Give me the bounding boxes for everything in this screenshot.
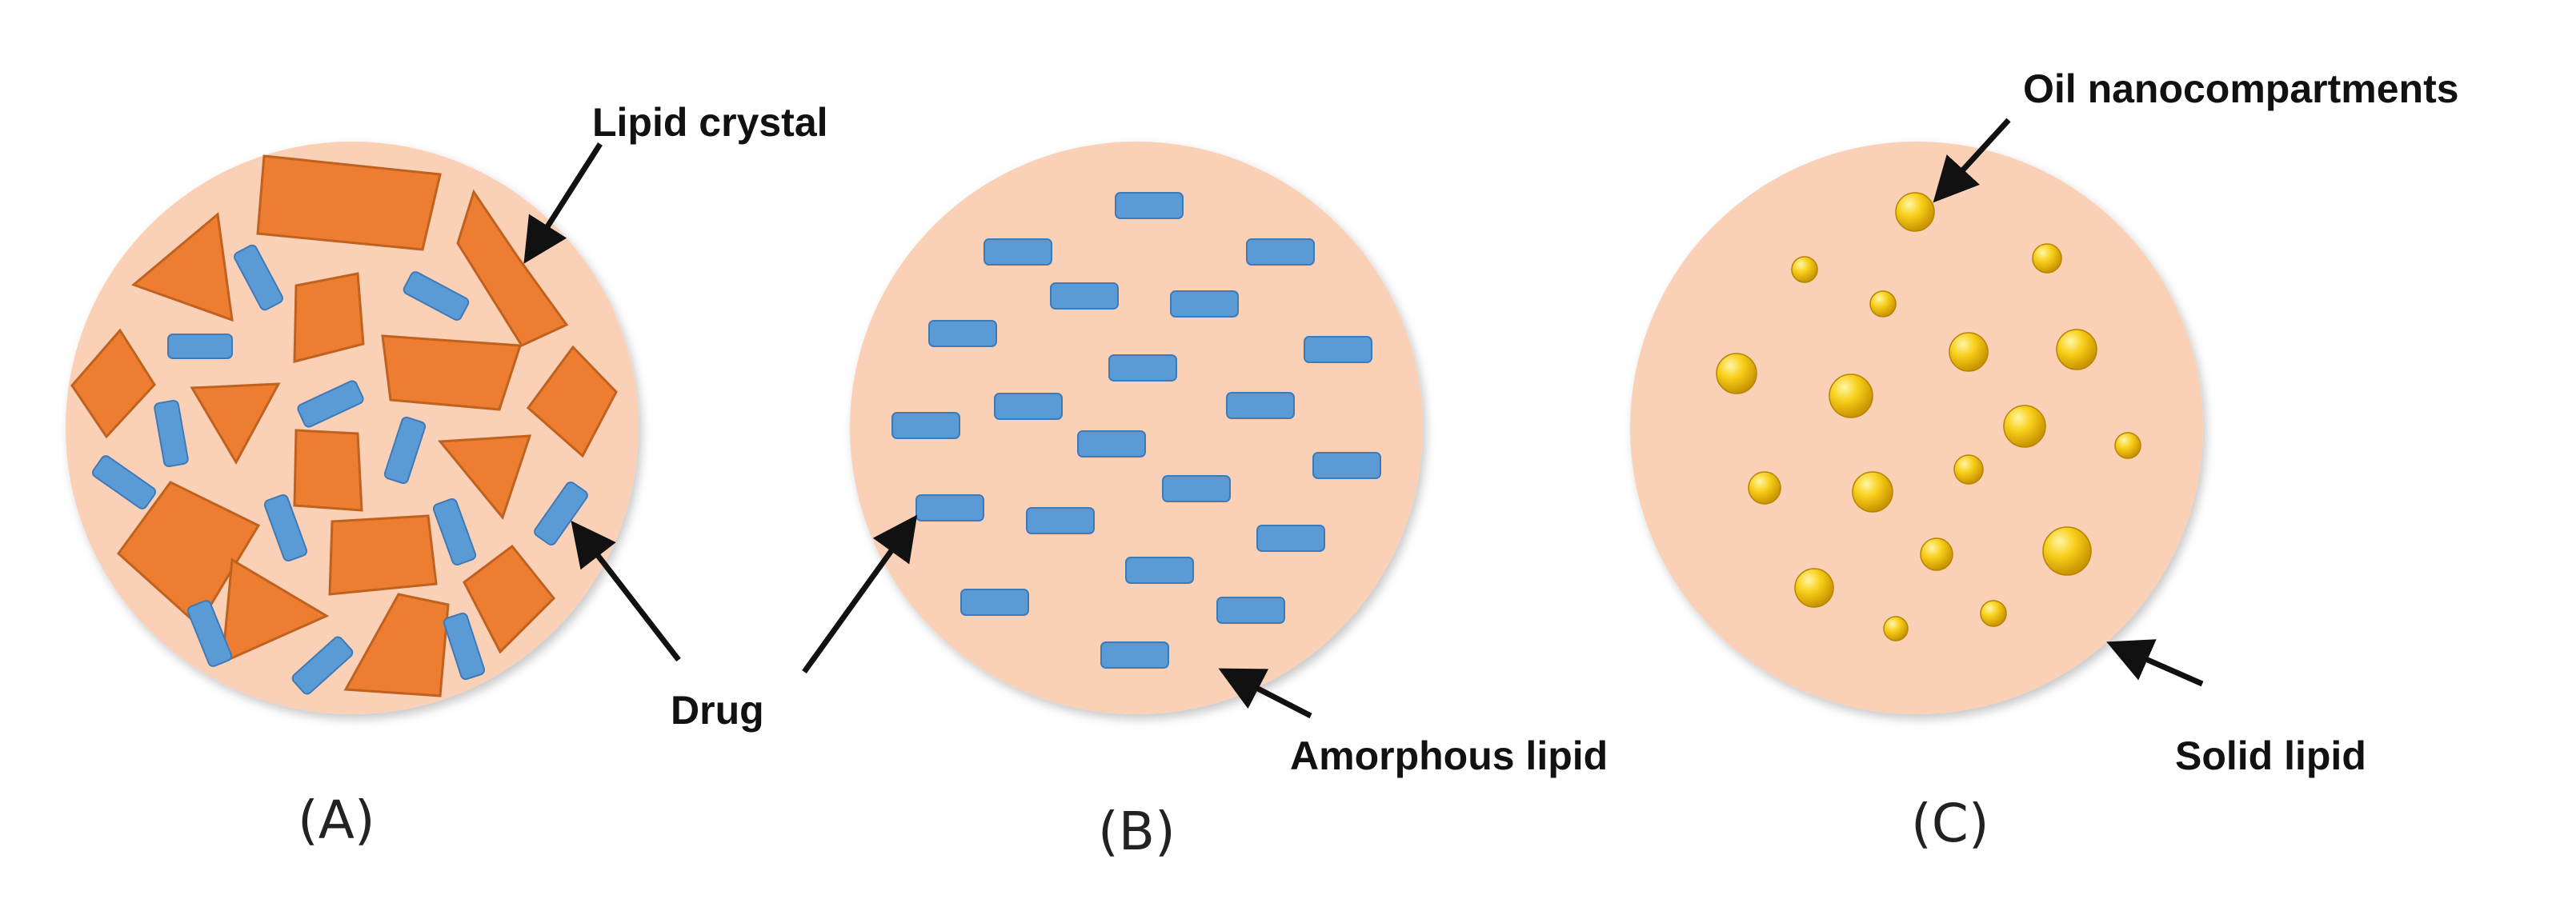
drug-molecule [263,493,308,562]
pointer-arrows [523,118,2204,719]
oil-droplet [1980,600,2007,627]
oil-droplet [2042,526,2092,576]
lipid-crystal-shape [343,593,450,697]
oil-droplet [1852,471,1893,513]
drug-molecule [1125,557,1194,584]
oil-droplet [2114,432,2141,459]
drug-molecule [1170,290,1239,318]
lipid-crystal-shape [70,328,156,439]
drug-molecule [234,244,283,311]
drug-molecule [291,636,354,695]
arrow-drug-b [802,514,918,674]
oil-droplet [1883,616,1909,641]
label-amorphous-lipid: Amorphous lipid [1290,733,1608,778]
oil-droplet [1748,471,1781,505]
drug-molecule [432,497,477,566]
particle-b [850,142,1423,714]
lipid-crystal-shape [381,334,523,411]
oil-droplet [2003,405,2046,448]
label-oil-nanocompartments: Oil nanocompartments [2023,66,2459,111]
drug-molecule [928,320,997,347]
oil-droplet [2056,329,2097,370]
drug-molecule [1050,282,1119,310]
drug-molecule [1108,354,1177,382]
panel-b-particle [850,142,1423,714]
drug-molecule [915,494,984,521]
drug-molecules-b [891,192,1381,669]
panel-label-c: (C) [1911,793,1989,854]
label-solid-lipid: Solid lipid [2175,733,2366,778]
oil-droplet [1949,332,1989,372]
drug-molecule [91,455,157,509]
oil-droplets [1716,192,2141,641]
arrow-oil [1933,118,2011,203]
drug-molecule [403,271,470,321]
drug-molecule [1246,238,1315,266]
panel-c-particle [1630,142,2203,714]
drug-molecule [443,612,486,681]
drug-molecule [383,416,427,485]
drug-molecule [534,481,588,546]
panel-label-b: (B) [1098,801,1176,862]
oil-droplet [1953,454,1984,485]
lipid-crystal-shape [256,154,442,251]
lipid-crystal-shape [463,544,556,654]
drug-molecule [891,412,960,439]
drug-molecule [960,589,1029,616]
drug-molecule [167,334,233,359]
drug-molecule [1216,597,1285,624]
oil-droplet [1716,353,1757,394]
oil-droplet [1829,374,1873,418]
drug-molecule [1162,475,1231,502]
oil-droplet [1794,568,1834,608]
drug-molecule [1312,452,1381,479]
drug-molecule [186,600,233,667]
arrow-amorphous-lipid [1218,668,1312,719]
drug-molecule [1026,507,1095,534]
drug-molecule [984,238,1052,266]
arrow-lipid-crystal [523,142,603,264]
oil-droplet [1791,256,1818,283]
lipid-crystal-shape [526,345,618,458]
lipid-crystals [70,154,618,697]
oil-droplet [1895,192,1935,232]
label-drug: Drug [671,688,764,733]
lipid-crystal-shape [221,557,330,665]
label-lipid-crystal: Lipid crystal [592,100,828,145]
drug-molecule [154,399,189,468]
lipid-crystal-shape [456,189,569,347]
oil-droplet [1869,290,1897,318]
drug-molecule [1115,192,1184,219]
drug-molecule [994,393,1063,420]
drug-molecule [297,380,364,428]
lipid-crystal-shape [190,382,281,465]
lipid-crystal-shape [131,212,234,322]
drug-molecule [1100,641,1169,669]
lipid-crystal-shape [437,434,532,521]
oil-droplet [2032,243,2062,274]
arrow-solid-lipid [2106,639,2204,687]
oil-droplet [1920,537,1953,571]
drug-molecules-a [91,244,588,695]
drug-molecule [1256,525,1325,552]
arrow-drug-a [571,520,681,662]
lipid-crystal-shape [328,514,438,596]
drug-molecule [1304,336,1372,363]
drug-molecule [1226,392,1295,419]
drug-molecule [1077,430,1146,458]
lipid-crystal-shape [293,272,365,363]
panel-a-particle [66,142,639,714]
panel-label-a: (A) [298,789,375,851]
lipid-crystal-shape [293,429,363,512]
